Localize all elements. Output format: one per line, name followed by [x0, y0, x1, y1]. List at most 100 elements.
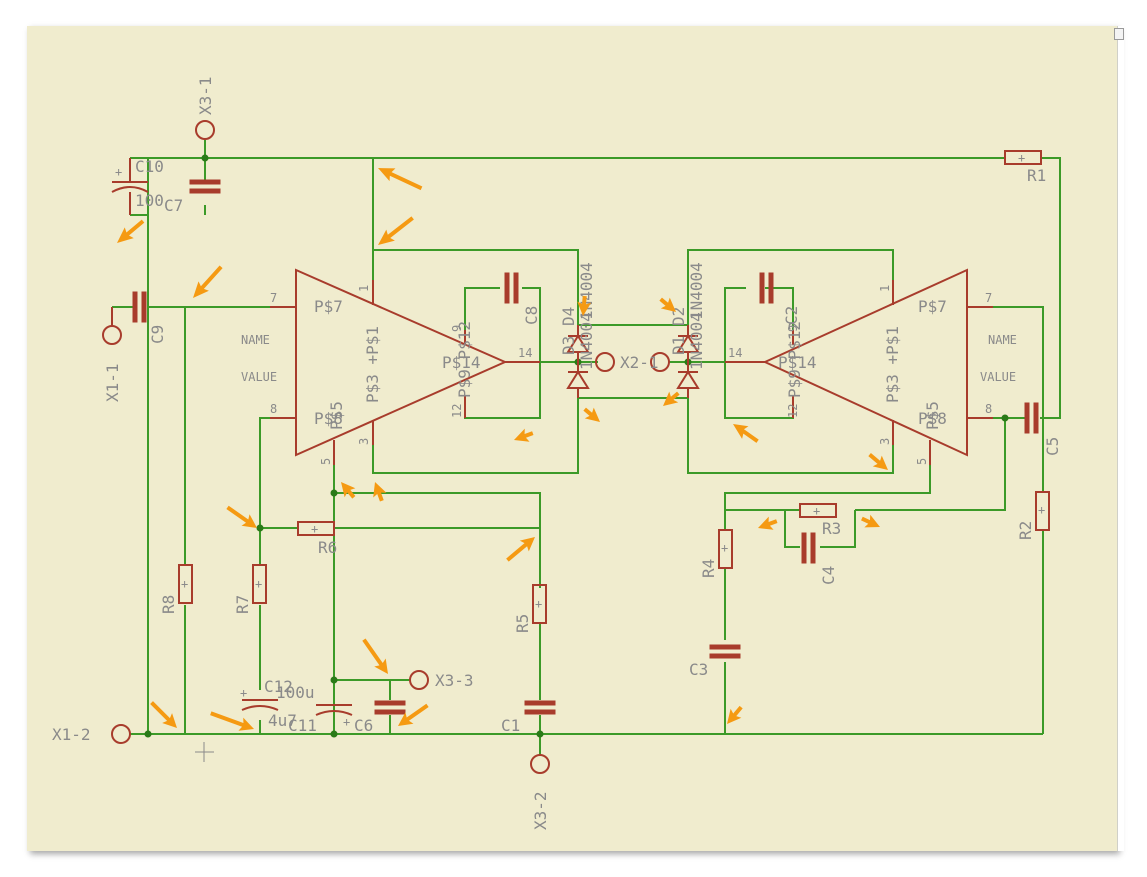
schematic-canvas[interactable]	[27, 26, 1117, 851]
junctions	[144, 154, 1009, 738]
connector-x2-2[interactable]	[650, 352, 670, 372]
amp-left-pin1-number: 1	[357, 285, 371, 292]
svg-text:+: +	[343, 715, 350, 729]
diode-d3[interactable]: D3 1N4004	[559, 312, 596, 398]
svg-text:+: +	[1038, 503, 1045, 517]
label-d3: D3	[559, 336, 578, 355]
scroll-up-button[interactable]	[1114, 28, 1124, 40]
label-r6: R6	[318, 538, 337, 557]
wire-c10[interactable]	[130, 157, 206, 216]
cap-c3[interactable]: C3	[689, 644, 741, 679]
connector-x3-1[interactable]	[195, 120, 215, 140]
label-r5: R5	[513, 614, 532, 633]
wire-r3-c4[interactable]	[784, 510, 856, 548]
resistor-r4[interactable]: + R4	[699, 529, 733, 578]
resistor-r8[interactable]: + R8	[159, 564, 193, 614]
label-d4: D4	[559, 307, 578, 326]
diode-d2[interactable]: D2 1N4004	[669, 262, 706, 362]
wires	[112, 140, 1061, 755]
cap-c4[interactable]: C4	[801, 532, 838, 585]
cap-c8[interactable]: C8	[504, 272, 541, 325]
arrow-icon	[341, 482, 356, 499]
amp-left[interactable]: P$7 P$8 NAME VALUE P$14 P$3 +P$1 P$5 P$9…	[241, 268, 540, 465]
cap-c9[interactable]: C9	[132, 291, 167, 344]
connector-x3-2[interactable]	[530, 754, 550, 774]
amp-right-pin14-number: 14	[728, 346, 742, 360]
arrow-icon	[514, 428, 534, 442]
arrow-icon	[226, 505, 257, 528]
amp-right-pin7-label: P$7	[918, 297, 947, 316]
amp-left-value: VALUE	[241, 370, 277, 384]
label-r3: R3	[822, 519, 841, 538]
resistor-r5[interactable]: + R5	[513, 584, 547, 633]
label-c10: C10	[135, 157, 164, 176]
arrow-icon	[758, 516, 778, 530]
svg-text:+: +	[813, 504, 820, 518]
cap-c10[interactable]: + C10 100	[111, 157, 164, 215]
wire-r7[interactable]	[259, 417, 296, 690]
cap-c12[interactable]: + C12 100u 4u7	[240, 677, 315, 730]
label-c9: C9	[148, 325, 167, 344]
capacitors: + C10 100 C7 C9 C8 C2	[111, 157, 1062, 735]
arrow-icon	[577, 295, 592, 316]
resistors: + R1 + R2 + R3 + R4 + R5 + R6	[159, 150, 1050, 633]
resistor-r3[interactable]: + R3	[799, 503, 841, 538]
label-diode-1n4004-c: 1N4004	[687, 262, 706, 320]
cap-c5[interactable]: C5	[1024, 402, 1062, 456]
arrow-icon	[861, 514, 880, 528]
connector-x1-2[interactable]	[111, 724, 131, 744]
wire-pin1-left[interactable]	[372, 158, 579, 330]
resistor-r6[interactable]: + R6	[297, 521, 337, 557]
scrollbar-track[interactable]	[1117, 26, 1124, 851]
resistor-r1[interactable]: + R1	[1004, 150, 1046, 185]
amp-left-pin7-label: P$7	[314, 297, 343, 316]
wire-pin3-left[interactable]	[372, 392, 579, 474]
label-c7: C7	[164, 196, 183, 215]
cap-c2[interactable]: C2	[759, 272, 801, 325]
wire-pin1-right[interactable]	[687, 249, 894, 330]
svg-text:+: +	[1018, 151, 1025, 165]
amp-right-pin8-number: 8	[985, 402, 992, 416]
label-c4: C4	[819, 566, 838, 585]
resistor-r2[interactable]: + R2	[1016, 491, 1050, 540]
arrow-icon	[362, 638, 388, 674]
label-d1: D1	[669, 336, 688, 355]
label-x2-1: X2-1	[620, 353, 659, 372]
arrow-icon	[150, 701, 177, 728]
svg-text:+: +	[535, 597, 542, 611]
amp-left-pin9-number: 9	[450, 325, 464, 332]
arrow-icon	[398, 703, 429, 726]
diode-d1[interactable]: D1 1N4004	[669, 312, 706, 398]
label-x1-2: X1-2	[52, 725, 91, 744]
label-diode-1n4004-a: 1N4004	[577, 262, 596, 320]
label-c1: C1	[501, 716, 520, 735]
amp-left-pin14-number: 14	[518, 346, 532, 360]
label-c12-value: 100u	[276, 683, 315, 702]
wire-pin5-left[interactable]	[333, 455, 541, 588]
label-c12: C12	[264, 677, 293, 696]
wire-c6[interactable]	[334, 679, 410, 734]
label-c11-value: 4u7	[268, 711, 297, 730]
amp-right-pin1-label: P$3 +P$1	[883, 326, 902, 403]
amp-right[interactable]: P$7 P$8 NAME VALUE P$14 P$3 +P$1 P$5 P$9…	[725, 268, 1017, 465]
svg-text:+: +	[311, 522, 318, 536]
arrow-icon	[663, 391, 680, 406]
wire-top-rail[interactable]	[148, 157, 1061, 419]
resistor-r7[interactable]: + R7	[233, 564, 267, 614]
wire-pin5-right[interactable]	[724, 455, 931, 530]
connector-x1-1[interactable]	[102, 325, 122, 345]
connector-x3-3[interactable]	[409, 670, 429, 690]
amp-right-pin5-number: 5	[915, 458, 929, 465]
amp-right-pin8-label: P$8	[918, 409, 947, 428]
amp-right-pin9-number: 9	[786, 325, 800, 332]
cap-c11[interactable]: + C11	[288, 704, 353, 735]
cap-c7[interactable]: C7	[164, 179, 221, 215]
crosshair-cursor-icon	[195, 742, 214, 762]
cap-c6[interactable]: C6	[354, 700, 406, 735]
cap-c1[interactable]: C1	[501, 700, 556, 735]
connector-x2-1[interactable]	[595, 352, 615, 372]
wire-pin3-right[interactable]	[687, 392, 894, 474]
wire-pin8-right[interactable]	[725, 417, 1025, 511]
amp-right-name: NAME	[988, 333, 1017, 347]
